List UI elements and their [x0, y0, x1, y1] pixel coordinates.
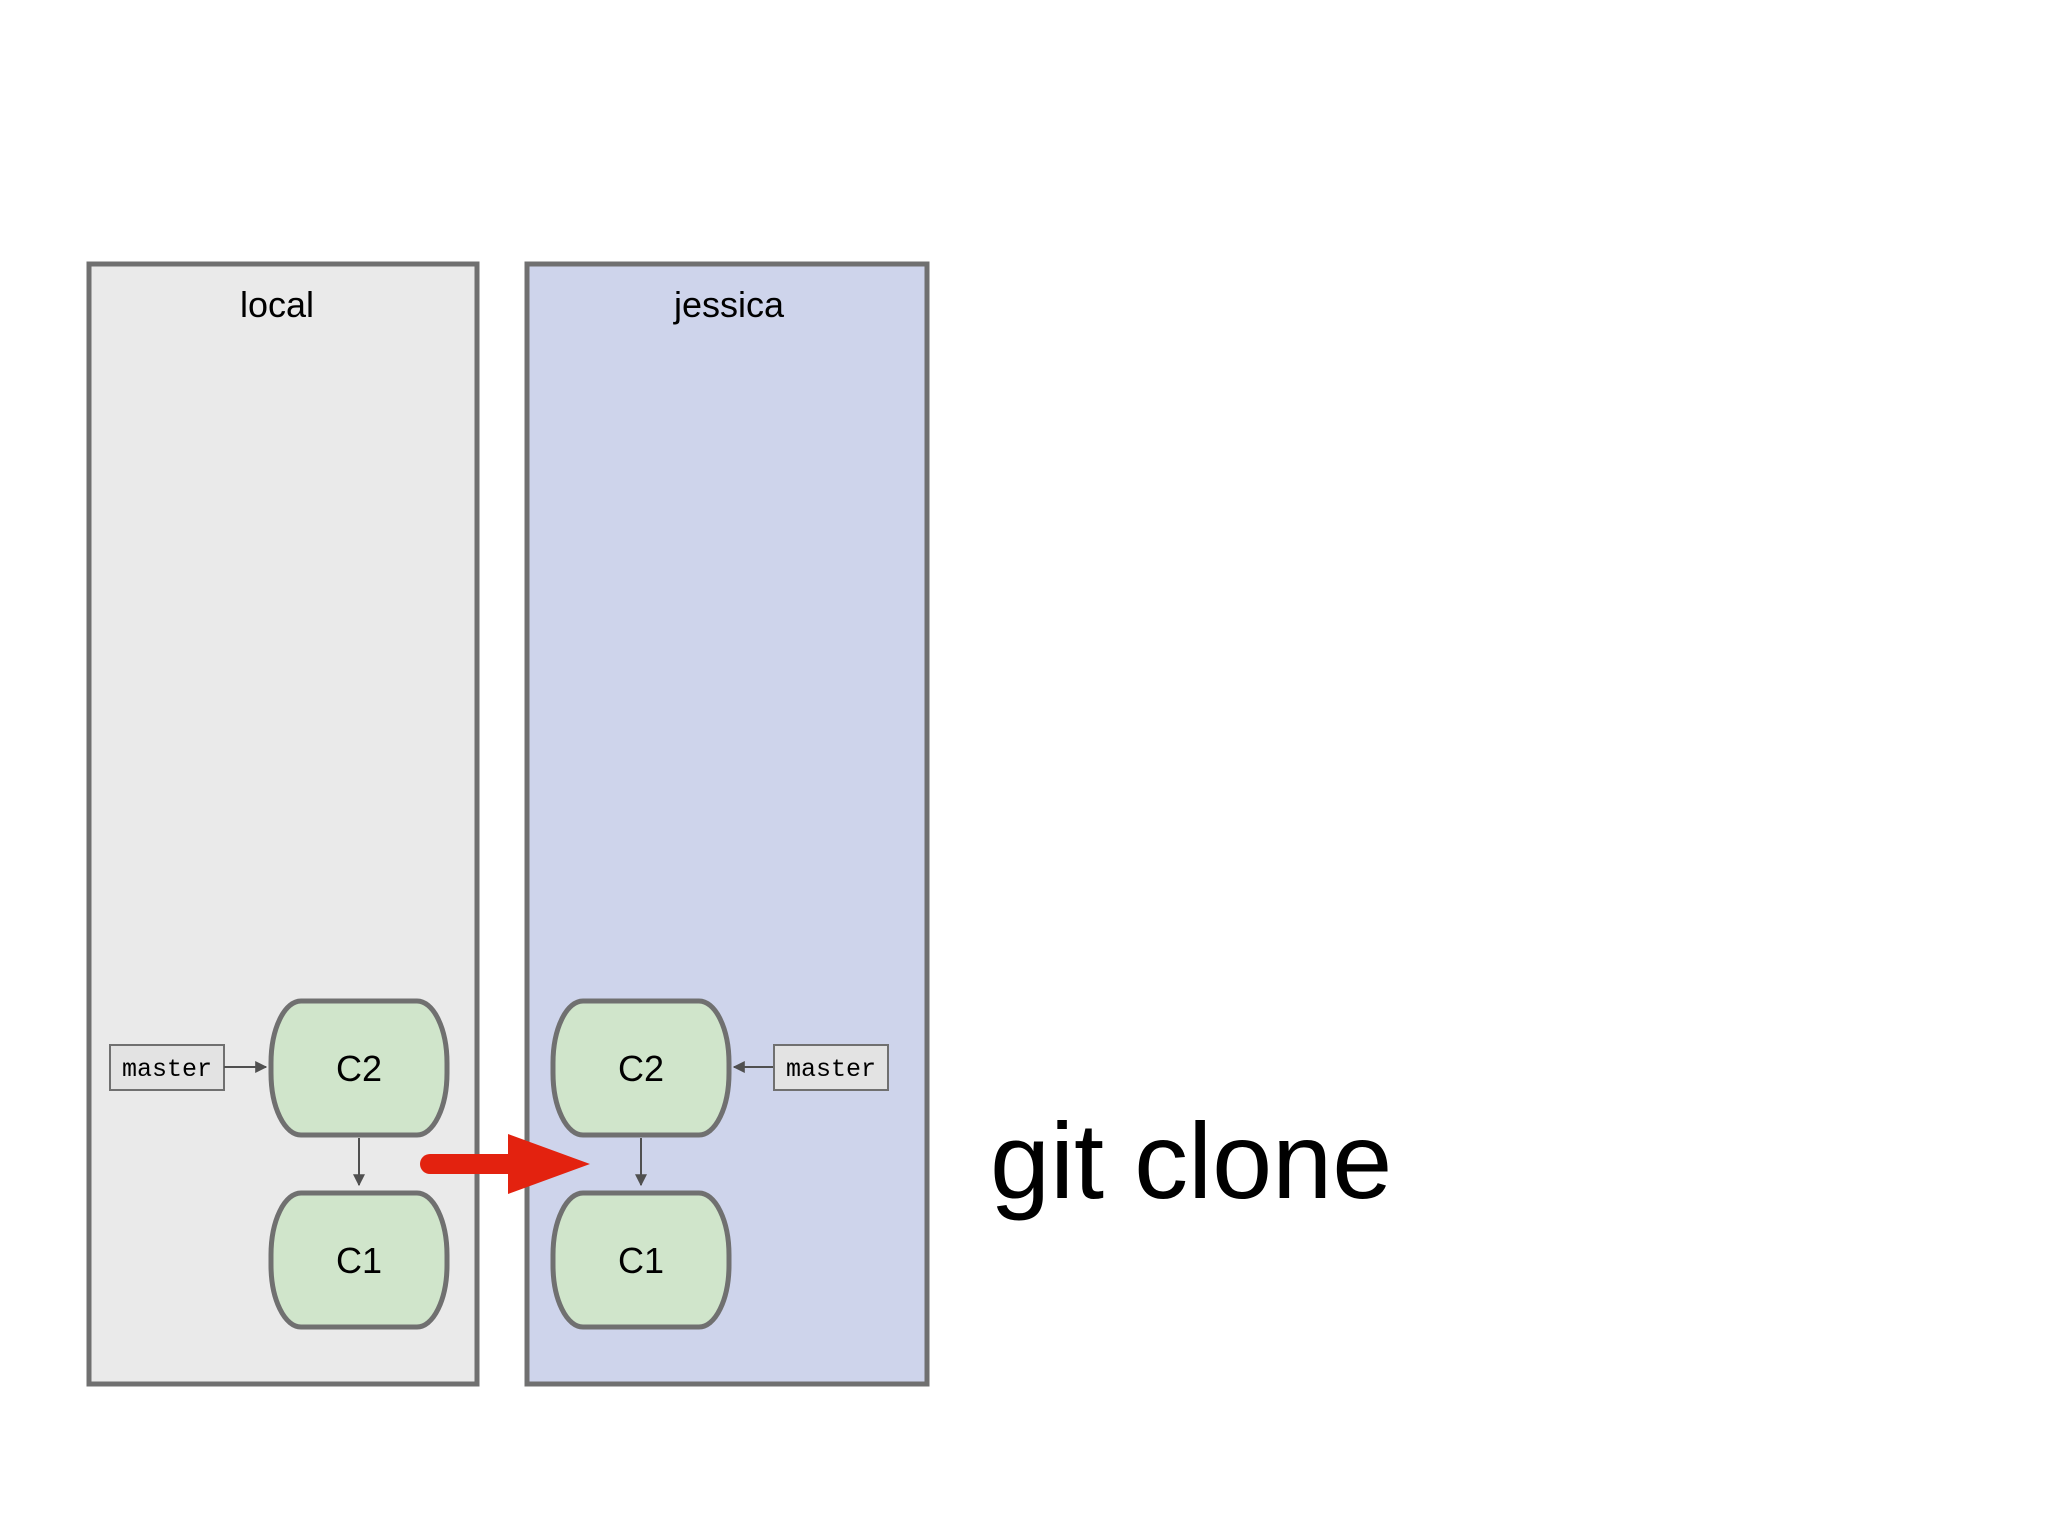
jessica-commit-c2	[550, 998, 732, 1138]
local-master-branch-label	[109, 1044, 225, 1091]
jessica-master-branch-label	[773, 1044, 889, 1091]
right-arrow-icon	[420, 1134, 590, 1194]
local-commit-c1	[268, 1190, 450, 1330]
jessica-commit-c1	[550, 1190, 732, 1330]
jessica-master-branch-text: master	[786, 1055, 876, 1084]
local-commit-c2-label: C2	[336, 1048, 382, 1089]
local-commit-c1-label: C1	[336, 1240, 382, 1281]
jessica-commit-c1-label: C1	[618, 1240, 664, 1281]
local-commit-c2	[268, 998, 450, 1138]
jessica-commit-c2-label: C2	[618, 1048, 664, 1089]
jessica-repo-title: jessica	[673, 284, 785, 325]
local-master-branch-text: master	[122, 1055, 212, 1084]
local-repo-title: local	[240, 284, 314, 325]
slide-caption: git clone	[990, 1100, 1393, 1221]
